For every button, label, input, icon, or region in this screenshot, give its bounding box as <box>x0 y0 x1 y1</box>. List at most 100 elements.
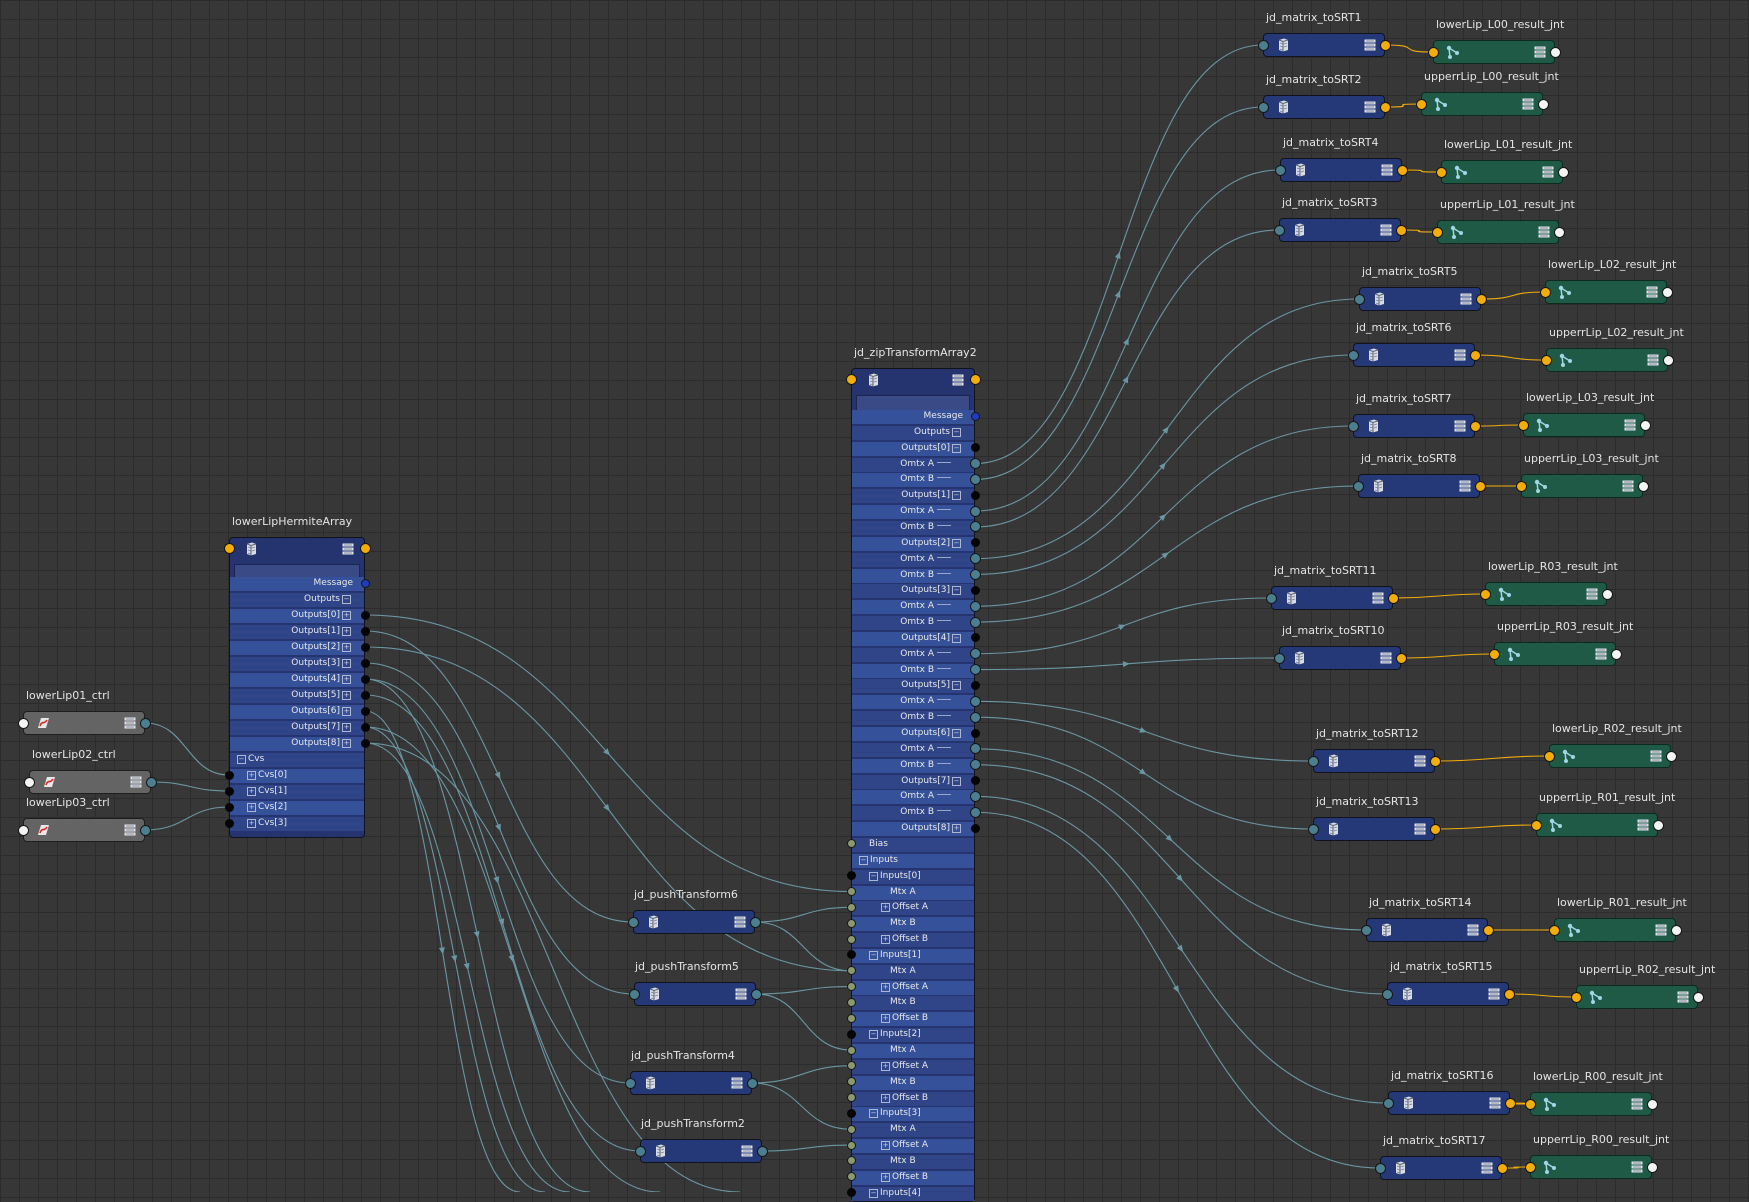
zip-output-port[interactable] <box>970 776 980 786</box>
zip-omtx-port[interactable] <box>969 790 981 802</box>
attribute-offset-b[interactable]: +Offset B <box>881 1171 929 1182</box>
attribute-omtx-b[interactable]: Omtx B <box>851 663 951 677</box>
attribute-menu-icon[interactable] <box>1631 1161 1643 1173</box>
matrix-to-srt-4-in-port[interactable] <box>1273 224 1285 236</box>
attribute-omtx-b[interactable]: Omtx B <box>851 615 951 629</box>
zip-transform-array-output-port[interactable] <box>969 373 981 385</box>
matrix-to-srt-11[interactable] <box>1313 749 1435 773</box>
push-transform-4-in-port[interactable] <box>634 1145 646 1157</box>
matrix-to-srt-8[interactable] <box>1358 474 1480 498</box>
connection-wire[interactable] <box>1501 1166 1531 1169</box>
zip-omtx-port[interactable] <box>969 806 981 818</box>
connection-wire[interactable] <box>1400 653 1495 659</box>
attribute-menu-icon[interactable] <box>1637 819 1649 831</box>
zip-omtx-port[interactable] <box>969 711 981 723</box>
matrix-to-srt-15-in-port[interactable] <box>1382 1097 1394 1109</box>
matrix-to-srt-6-in-port[interactable] <box>1347 349 1359 361</box>
attribute-offset-a[interactable]: +Offset A <box>881 1060 929 1071</box>
attribute-outputs-1-[interactable]: Outputs[1]− <box>901 490 961 501</box>
attribute-menu-icon[interactable] <box>731 1077 743 1089</box>
attribute-menu-icon[interactable] <box>1534 46 1546 58</box>
connection-wire[interactable] <box>1384 103 1422 108</box>
zip-omtx-port[interactable] <box>969 553 981 565</box>
hermite-output-port[interactable] <box>360 658 370 668</box>
zip-input-port[interactable] <box>846 839 856 849</box>
result-joint-16-out-port[interactable] <box>1646 1161 1658 1173</box>
attribute-menu-icon[interactable] <box>1647 354 1659 366</box>
attribute-cvs3[interactable]: +Cvs[3] <box>247 818 288 828</box>
attribute-message[interactable]: Message <box>923 411 963 421</box>
attribute-outputs3[interactable]: Outputs[3]+ <box>291 658 351 668</box>
attribute-offset-a[interactable]: +Offset A <box>881 1140 929 1151</box>
zip-input-compound-port[interactable] <box>846 1108 856 1118</box>
attribute-outputs7[interactable]: Outputs[7]+ <box>291 722 351 732</box>
connection-wire[interactable] <box>1434 755 1550 762</box>
zip-input-port[interactable] <box>846 934 856 944</box>
attribute-menu-icon[interactable] <box>1631 1098 1643 1110</box>
push-transform-4[interactable] <box>640 1139 762 1163</box>
result-joint-9[interactable] <box>1485 582 1607 606</box>
matrix-to-srt-14[interactable] <box>1387 982 1509 1006</box>
result-joint-10[interactable] <box>1494 642 1616 666</box>
push-transform-3-out-port[interactable] <box>746 1077 758 1089</box>
matrix-to-srt-11-in-port[interactable] <box>1307 755 1319 767</box>
matrix-to-srt-10-out-port[interactable] <box>1395 652 1407 664</box>
matrix-to-srt-5[interactable] <box>1359 287 1481 311</box>
result-joint-4-out-port[interactable] <box>1553 226 1565 238</box>
connection-wire[interactable] <box>1474 354 1547 361</box>
matrix-to-srt-5-out-port[interactable] <box>1475 293 1487 305</box>
zip-output-port[interactable] <box>970 728 980 738</box>
attribute-omtx-a[interactable]: Omtx A <box>851 504 951 518</box>
connection-wire[interactable] <box>364 742 741 1192</box>
push-transform-4-out-port[interactable] <box>756 1145 768 1157</box>
attribute-omtx-b[interactable]: Omtx B <box>851 758 951 772</box>
zip-input-port[interactable] <box>846 887 856 896</box>
attribute-outputs5[interactable]: Outputs[5]+ <box>291 690 351 700</box>
attribute-menu-icon[interactable] <box>1414 755 1426 767</box>
ctrl-node-1-in-port[interactable] <box>17 717 29 729</box>
zip-input-port[interactable] <box>846 918 856 928</box>
matrix-to-srt-16-in-port[interactable] <box>1374 1162 1386 1174</box>
hermite-output-port[interactable] <box>360 722 370 732</box>
attribute-outputs8[interactable]: Outputs[8]+ <box>291 738 351 748</box>
result-joint-5-in-port[interactable] <box>1539 286 1551 298</box>
matrix-to-srt-3[interactable] <box>1280 158 1402 182</box>
zip-input-port[interactable] <box>846 1124 856 1134</box>
hermite-output-port[interactable] <box>360 674 370 684</box>
result-joint-12[interactable] <box>1536 813 1658 837</box>
attribute-menu-icon[interactable] <box>1586 588 1598 600</box>
result-joint-5-out-port[interactable] <box>1661 286 1673 298</box>
matrix-to-srt-12[interactable] <box>1313 817 1435 841</box>
matrix-to-srt-9-in-port[interactable] <box>1265 592 1277 604</box>
attribute-menu-icon[interactable] <box>1414 823 1426 835</box>
hermite-cv-port[interactable] <box>224 770 234 780</box>
attribute-mtx-b[interactable]: Mtx B <box>890 1155 916 1166</box>
push-transform-2-in-port[interactable] <box>628 988 640 1000</box>
attribute-menu-icon[interactable] <box>1646 286 1658 298</box>
attribute-omtx-a[interactable]: Omtx A <box>851 647 951 661</box>
result-joint-3[interactable] <box>1441 160 1563 184</box>
attribute-offset-b[interactable]: +Offset B <box>881 1013 929 1024</box>
attribute-omtx-a[interactable]: Omtx A <box>851 742 951 756</box>
hermite-output-port[interactable] <box>360 642 370 652</box>
zip-omtx-port[interactable] <box>969 616 981 628</box>
attribute-omtx-b[interactable]: Omtx B <box>851 710 951 724</box>
result-joint-14[interactable] <box>1576 985 1698 1009</box>
attribute-omtx-a[interactable]: Omtx A <box>851 599 951 613</box>
matrix-to-srt-14-out-port[interactable] <box>1503 988 1515 1000</box>
connection-wire[interactable] <box>754 906 852 923</box>
attribute-menu-icon[interactable] <box>1364 101 1376 113</box>
attribute-inputs-4-[interactable]: −Inputs[4] <box>869 1187 921 1198</box>
zip-input-port[interactable] <box>846 997 856 1007</box>
result-joint-13-in-port[interactable] <box>1548 924 1560 936</box>
ctrl-node-3-out-port[interactable] <box>139 824 151 836</box>
lowerlip-hermite-array-output-port[interactable] <box>359 542 371 554</box>
attribute-menu-icon[interactable] <box>735 988 747 1000</box>
zip-output-port[interactable] <box>970 538 980 548</box>
attribute-menu-icon[interactable] <box>1481 1162 1493 1174</box>
attribute-outputs0[interactable]: Outputs[0]+ <box>291 610 351 620</box>
zip-input-compound-port[interactable] <box>846 950 856 960</box>
attribute-mtx-a[interactable]: Mtx A <box>890 1045 916 1055</box>
result-joint-7-in-port[interactable] <box>1517 419 1529 431</box>
push-transform-1-in-port[interactable] <box>627 916 639 928</box>
